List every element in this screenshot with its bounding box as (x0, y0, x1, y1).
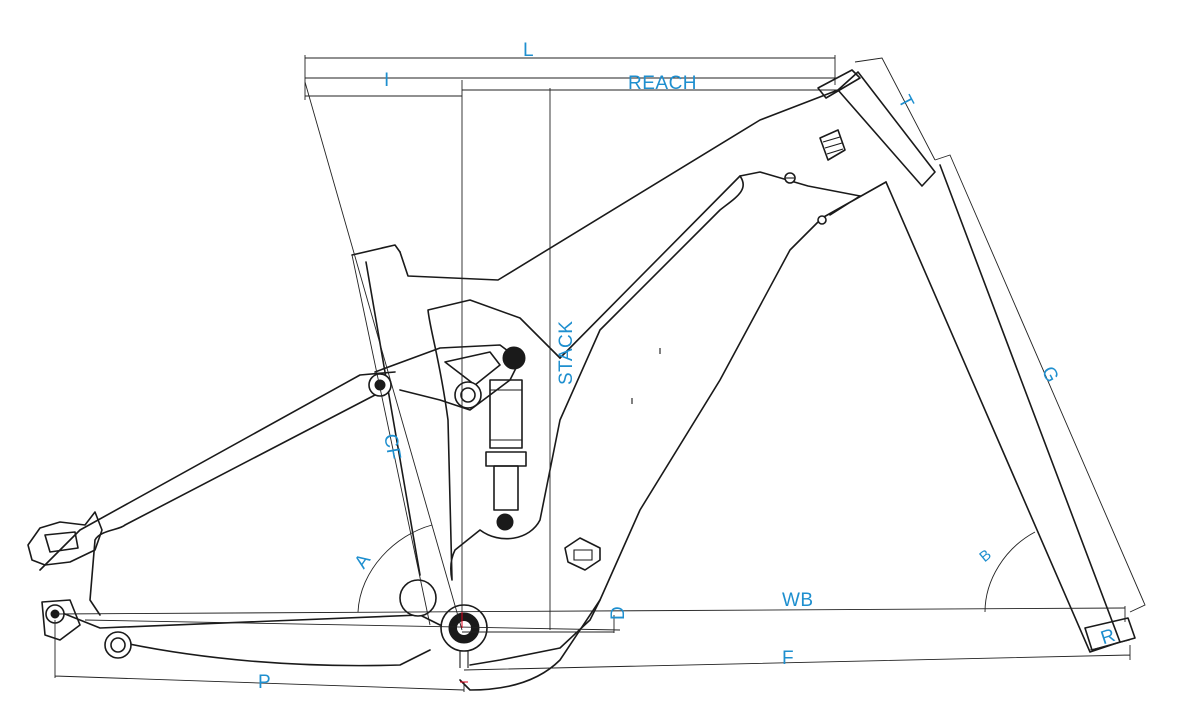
frame-outline (27, 69, 1136, 691)
label-T: T (893, 92, 917, 113)
main-pivot-cutout (399, 579, 437, 617)
label-R: R (1098, 625, 1118, 649)
bottom-bracket (440, 604, 488, 668)
dimension-lines (54, 55, 1146, 692)
shock-body (489, 379, 523, 449)
dimension-labels: L I REACH T STACK CF G A B WB D R F P (258, 40, 1118, 693)
rear-dropout (41, 599, 81, 641)
bb-center-marker (460, 612, 468, 683)
cable-port-top (819, 129, 846, 161)
label-D: D (608, 606, 629, 620)
label-B: B (976, 546, 995, 565)
seatstay (39, 371, 396, 616)
fork-line (885, 164, 1121, 653)
top-tube (399, 89, 861, 359)
fork-dropout (1084, 617, 1136, 651)
cable-guide (821, 181, 887, 219)
shock-top-eyelet (502, 346, 526, 370)
label-REACH: REACH (628, 73, 697, 94)
label-STACK: STACK (556, 321, 577, 385)
chainstay (59, 611, 441, 667)
down-tube (459, 181, 887, 691)
rocker-link (374, 344, 521, 411)
label-CF: CF (379, 432, 404, 462)
shock-bottom-eyelet (496, 513, 514, 531)
label-G: G (1037, 363, 1063, 386)
cable-guide-hole (817, 215, 827, 225)
label-F: F (782, 648, 794, 669)
seat-tube-mount (351, 244, 421, 576)
label-P: P (258, 672, 271, 693)
brake-mount (27, 511, 103, 566)
down-tube-lower (469, 599, 601, 666)
label-WB: WB (782, 590, 814, 611)
head-tube-top-cap (817, 69, 861, 99)
pivots (45, 373, 482, 659)
shock-shaft (493, 465, 519, 511)
label-I: I (384, 70, 390, 91)
rear-shock (485, 346, 527, 531)
head-tube (837, 71, 936, 187)
shock-tunnel (427, 175, 744, 581)
shock-reservoir (485, 451, 527, 467)
label-L: L (523, 40, 534, 61)
cable-port-down (564, 537, 601, 571)
